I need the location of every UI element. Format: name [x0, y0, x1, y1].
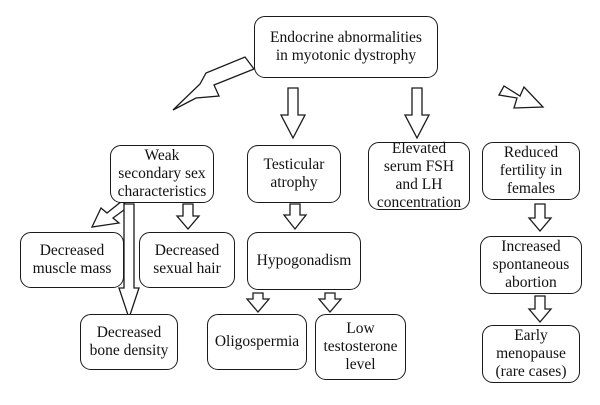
arrow-hypogonadism-to-oligospermia — [245, 292, 271, 314]
node-low-testosterone: Low testosterone level — [315, 314, 406, 380]
node-elevated-fsh: Elevated serum FSH and LH concentration — [368, 140, 470, 211]
node-decreased-sexual-hair-label: Decreased sexual hair — [153, 242, 221, 277]
arrow-testicular-to-hypogonadism — [282, 203, 308, 231]
arrow-root-to-elevated-fsh — [403, 87, 431, 140]
node-oligospermia-label: Oligospermia — [214, 333, 300, 350]
node-reduced-fertility-label: Reduced fertility in females — [499, 144, 563, 197]
node-early-menopause-label: Early menopause (rare cases) — [495, 327, 567, 380]
node-hypogonadism-label: Hypogonadism — [256, 252, 352, 269]
node-root: Endocrine abnormalities in myotonic dyst… — [254, 16, 438, 78]
arrow-root-to-reduced-fertility — [497, 85, 545, 109]
arrow-hypogonadism-to-low-testosterone — [317, 292, 343, 314]
arrow-weak-sex-to-muscle-mass — [90, 200, 129, 228]
arrow-root-to-weak-sex — [172, 56, 256, 111]
node-reduced-fertility: Reduced fertility in females — [482, 142, 580, 200]
node-elevated-fsh-label: Elevated serum FSH and LH concentration — [376, 140, 462, 211]
node-testicular-atrophy: Testicular atrophy — [247, 145, 341, 203]
node-decreased-muscle-mass: Decreased muscle mass — [20, 232, 124, 288]
arrow-weak-sex-to-sexual-hair — [175, 203, 201, 231]
node-decreased-muscle-mass-label: Decreased muscle mass — [32, 242, 112, 277]
node-increased-abortion-label: Increased spontaneous abortion — [492, 238, 570, 291]
node-oligospermia: Oligospermia — [207, 314, 307, 370]
node-root-label: Endocrine abnormalities in myotonic dyst… — [270, 29, 422, 64]
node-weak-secondary-sex: Weak secondary sex characteristics — [110, 145, 214, 203]
node-decreased-bone-density-label: Decreased bone density — [89, 324, 169, 359]
arrow-abortion-to-menopause — [527, 295, 553, 324]
arrow-weak-sex-to-bone-density — [118, 203, 140, 321]
node-weak-secondary-sex-label: Weak secondary sex characteristics — [117, 147, 207, 200]
node-early-menopause: Early menopause (rare cases) — [482, 325, 580, 383]
node-decreased-bone-density: Decreased bone density — [80, 314, 178, 370]
arrow-fertility-to-abortion — [527, 203, 553, 233]
node-testicular-atrophy-label: Testicular atrophy — [263, 156, 325, 191]
arrow-root-to-testicular — [279, 87, 307, 140]
node-low-testosterone-label: Low testosterone level — [323, 320, 398, 373]
node-hypogonadism: Hypogonadism — [247, 232, 361, 290]
node-increased-abortion: Increased spontaneous abortion — [480, 236, 582, 294]
node-decreased-sexual-hair: Decreased sexual hair — [139, 232, 235, 288]
